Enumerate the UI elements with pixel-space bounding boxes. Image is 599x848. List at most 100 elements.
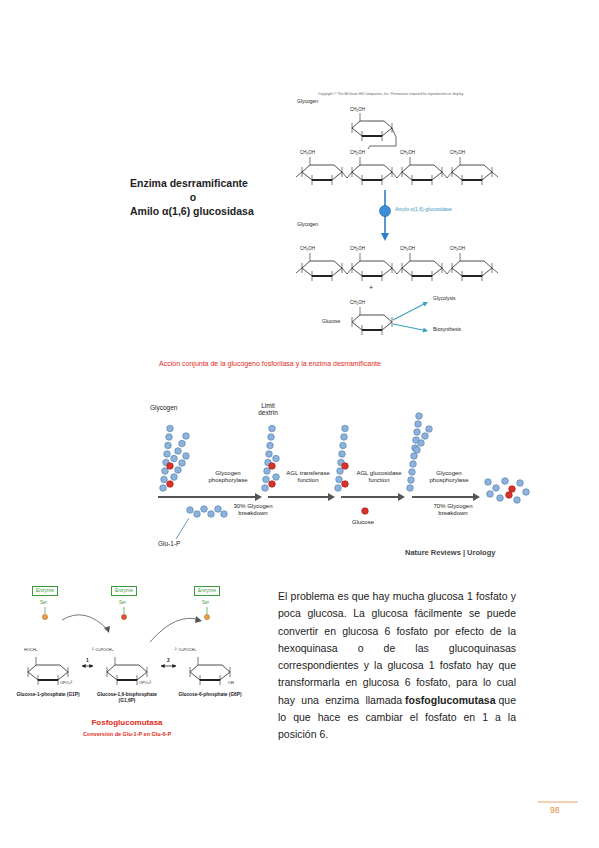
paragraph-text: fosfoglucomutasa xyxy=(405,694,495,706)
glucose-unit xyxy=(485,479,492,486)
sugar-ring xyxy=(352,315,392,330)
ring-bond xyxy=(360,157,361,165)
glycosidic-bond xyxy=(392,268,402,274)
figure-label: CH₂OH xyxy=(400,150,415,155)
arrow-head xyxy=(422,302,428,307)
figure-label: Ser xyxy=(202,600,209,605)
arrow-head xyxy=(423,328,428,333)
ring-bond xyxy=(410,157,411,165)
glucose-unit xyxy=(414,429,421,436)
pathway-arrow xyxy=(393,324,424,330)
enzyme-icon xyxy=(380,206,391,217)
glucose-unit xyxy=(414,447,421,454)
step-number: 2 xyxy=(166,658,171,663)
ring-front-edge xyxy=(412,179,432,181)
glucose-unit xyxy=(410,461,417,468)
glucose-unit xyxy=(514,497,521,504)
glycosidic-bond xyxy=(296,172,302,177)
ring-bond xyxy=(137,675,138,685)
enzyme-box: Enzyme xyxy=(111,586,137,596)
glycosidic-bond xyxy=(492,172,498,177)
enzyme-name: Enzyme xyxy=(198,588,216,594)
equilibrium-arrow xyxy=(161,666,176,667)
glucose-unit xyxy=(506,492,513,499)
glucose-unit xyxy=(269,425,276,432)
figure-label: CH₂OH xyxy=(450,150,465,155)
ring-bond xyxy=(310,253,311,261)
ring-front-edge xyxy=(362,275,382,277)
figure-label: Nature Reviews | Urology xyxy=(405,549,495,558)
ring-bond xyxy=(147,667,148,677)
ring-bond xyxy=(352,263,353,273)
ring-bond xyxy=(352,167,353,177)
glucose-unit xyxy=(162,468,169,475)
glucose-unit xyxy=(183,453,190,460)
glucose-unit xyxy=(165,442,172,449)
ring-bond xyxy=(28,667,29,677)
ring-bond xyxy=(462,175,463,185)
glucose-unit xyxy=(411,453,418,460)
glucose-unit xyxy=(335,485,342,492)
serine-bond xyxy=(45,607,46,614)
molecule-name: Glucose-1-phosphate (G1P) xyxy=(15,692,81,698)
figure-label: Biosynthesis xyxy=(433,327,461,333)
figure-label: Limit dextrin xyxy=(252,402,284,417)
ring-bond xyxy=(362,131,363,141)
figure-label: CH₂OH xyxy=(350,150,365,155)
glucose-unit xyxy=(179,440,186,447)
ring-bond xyxy=(352,317,353,327)
ring-front-edge xyxy=(200,679,220,681)
ring-front-edge xyxy=(312,275,332,277)
glucose-unit xyxy=(509,486,516,493)
glucose-unit xyxy=(362,508,369,515)
glucose-unit xyxy=(183,433,190,440)
arrow-head xyxy=(381,233,389,241)
figure-label: 70% Glycogen breakdown xyxy=(430,503,476,517)
ring-bond xyxy=(460,253,461,261)
ring-bond xyxy=(312,271,313,281)
branch-bond xyxy=(368,128,396,149)
figure-label: Glucose xyxy=(352,519,374,526)
ring-bond xyxy=(360,307,361,315)
figure-label: ²⁻O₃POCH₂ xyxy=(175,648,196,653)
figure-label: Glycogen xyxy=(150,404,177,411)
figure-label: CH₂OH xyxy=(450,246,465,251)
equilibrium-arrow xyxy=(82,666,93,667)
glucose-unit xyxy=(267,442,274,449)
glucose-unit xyxy=(339,451,346,458)
enzyme-box: Enzyme xyxy=(194,586,220,596)
glucose-unit xyxy=(175,448,182,455)
ring-bond xyxy=(392,317,393,327)
glucose-unit xyxy=(409,469,416,476)
ring-bond xyxy=(412,175,413,185)
glucose-unit xyxy=(273,455,280,462)
ring-bond xyxy=(362,325,363,335)
ring-front-edge xyxy=(312,179,332,181)
enzyme-name: Enzyme xyxy=(115,588,133,594)
glycosidic-bond xyxy=(492,268,498,273)
ring-bond xyxy=(402,167,403,177)
figure-label: HOCH₂ xyxy=(24,648,37,653)
ring-bond xyxy=(230,667,231,677)
glucose-unit xyxy=(215,506,222,513)
figure-label: CH₂OH xyxy=(300,246,315,251)
sugar-ring xyxy=(452,261,492,276)
ring-bond xyxy=(382,271,383,281)
glucose-unit xyxy=(167,481,174,488)
ring-bond xyxy=(198,657,199,665)
figure-label: + xyxy=(369,284,373,292)
glucose-unit xyxy=(167,425,174,432)
glucose-unit xyxy=(340,442,347,449)
ring-bond xyxy=(452,167,453,177)
ring-bond xyxy=(220,675,221,685)
glucose-unit xyxy=(342,463,349,470)
glucose-unit xyxy=(160,485,167,492)
ring-front-edge xyxy=(362,135,382,137)
glucose-unit xyxy=(171,474,178,481)
figure-label: 30% Glycogen breakdown xyxy=(230,503,276,517)
figure-label: Glycogen phosphorylase xyxy=(424,470,474,484)
ring-bond xyxy=(68,667,69,677)
heading-text: Amilo α(1,6) glucosidasa xyxy=(130,205,254,217)
glycosidic-bond xyxy=(342,268,352,274)
